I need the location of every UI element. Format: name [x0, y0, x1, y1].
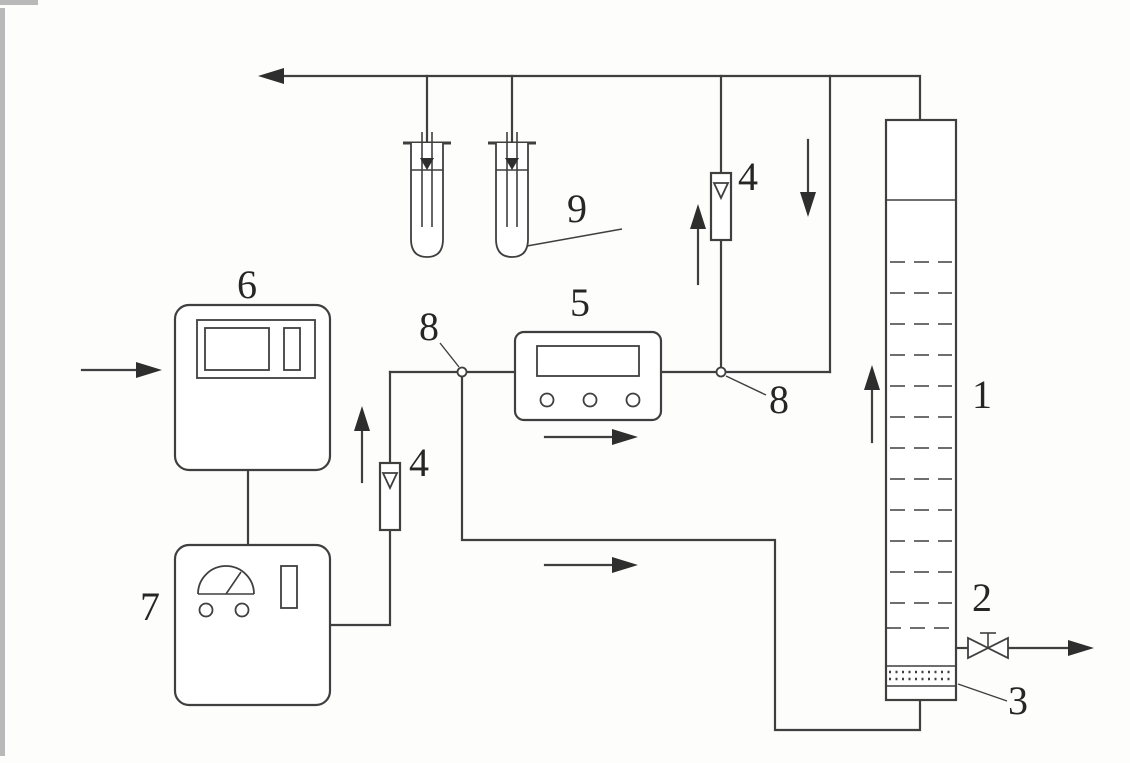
label-flowmeter-left: 4: [409, 440, 429, 485]
flow-arrow-exhaust-left-icon: [258, 68, 284, 84]
flow-arrow-inlet-box6-icon: [136, 362, 162, 378]
label-bottles: 9: [567, 186, 587, 231]
label-instrument-bottom: 7: [140, 584, 160, 629]
junction-left: [456, 366, 468, 378]
gauge-knob: [234, 602, 250, 618]
valve-symbol: [967, 632, 1009, 660]
gauge-dial: [197, 565, 255, 595]
gauge-slot: [280, 565, 298, 609]
controller-knob: [539, 392, 555, 408]
scan-artifact-top: [0, 0, 38, 5]
labels: 1 2 3 4 4 5 6 7 8 8 9: [140, 154, 1028, 723]
label-support-plate: 3: [1008, 678, 1028, 723]
label-column: 1: [972, 372, 992, 417]
flow-arrow-down-column-line-icon: [800, 138, 816, 217]
leader-lines: [439, 228, 1008, 702]
controller-knob: [625, 392, 641, 408]
packed-column: [884, 118, 958, 702]
label-junction-right: 8: [769, 377, 789, 422]
junction-right: [715, 366, 727, 378]
gas-washing-bottle-left: [403, 132, 451, 258]
flow-arrow-up-right-flowmeter-icon: [690, 204, 706, 286]
label-instrument-top: 6: [237, 262, 257, 307]
label-junction-left: 8: [419, 304, 439, 349]
column-support-plate: [886, 665, 956, 687]
flow-arrow-right-under-controller-icon: [543, 429, 638, 445]
instrument-slot: [283, 327, 301, 371]
controller-knob: [582, 392, 598, 408]
gas-washing-bottle-right: [488, 132, 536, 258]
pipe-network: [80, 74, 1070, 732]
scan-artifact-left: [0, 8, 5, 756]
flow-arrow-drain-outlet-icon: [1068, 640, 1094, 656]
controller-box: [513, 330, 663, 422]
flow-arrow-up-left-flowmeter-icon: [354, 406, 370, 484]
instrument-box-top: [173, 303, 332, 472]
instrument-box-bottom: [173, 543, 332, 707]
label-controller: 5: [570, 280, 590, 325]
rotameter-right: [709, 171, 733, 242]
column-packing: [886, 261, 956, 629]
instrument-display: [204, 327, 270, 371]
flow-arrow-up-column-icon: [864, 365, 880, 444]
controller-display: [536, 345, 640, 377]
flow-arrow-right-bottom-line-icon: [543, 557, 638, 573]
gauge-knob: [198, 602, 214, 618]
label-flowmeter-right: 4: [738, 154, 758, 199]
label-drain-valve: 2: [972, 575, 992, 620]
rotameter-left: [378, 461, 402, 532]
